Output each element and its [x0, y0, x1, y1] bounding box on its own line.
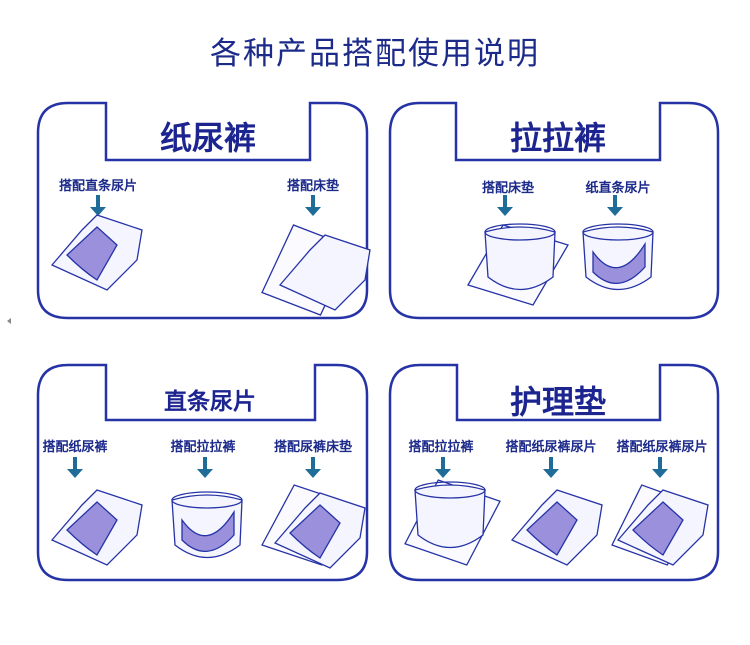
- item-label: 搭配尿裤床垫: [273, 440, 353, 455]
- item-label: 搭配纸尿裤: [42, 440, 108, 455]
- down-arrow-icon: [67, 457, 83, 478]
- pull-up-icon-waist: [484, 223, 556, 241]
- item-label: 纸直条尿片: [585, 181, 651, 196]
- down-arrow-icon: [305, 195, 321, 216]
- panel-title-diapers: 纸尿裤: [159, 119, 257, 157]
- item-label: 搭配床垫: [481, 181, 535, 196]
- page-title: 各种产品搭配使用说明: [210, 36, 540, 72]
- panel-outline-pads: [388, 363, 720, 582]
- diaper-insert-on-pad-icon-pad: [632, 501, 684, 556]
- pull-up-icon: [484, 226, 556, 290]
- panel-outline-diapers: [36, 101, 369, 320]
- panel-outline-inserts: [36, 363, 369, 582]
- pull-up-on-pad-icon-waist: [414, 481, 486, 499]
- item-label: 搭配直条尿片: [58, 179, 138, 194]
- pull-up-with-insert-icon-waist: [582, 223, 654, 241]
- down-arrow-icon: [543, 457, 559, 478]
- down-arrow-icon: [652, 457, 668, 478]
- down-arrow-icon: [305, 457, 321, 478]
- pull-up-on-pad-icon: [414, 484, 486, 548]
- panel-title-inserts: 直条尿片: [164, 389, 256, 415]
- insert-in-pull-up-icon-pad: [181, 509, 235, 553]
- down-arrow-icon: [497, 195, 513, 216]
- item-label: 搭配纸尿裤尿片: [505, 440, 597, 455]
- item-label: 搭配床垫: [286, 179, 340, 194]
- panel-title-pads: 护理垫: [509, 383, 607, 421]
- scroll-left-arrow-icon[interactable]: [7, 318, 11, 324]
- panel-outline-pullups: [388, 101, 720, 320]
- down-arrow-icon: [197, 457, 213, 478]
- insert-in-pull-up-icon-waist: [171, 491, 243, 509]
- insert-in-diaper-icon-pad: [66, 501, 118, 556]
- down-arrow-icon: [607, 195, 623, 216]
- panel-title-pullups: 拉拉裤: [509, 119, 607, 157]
- diaper-on-bed-pad-icon: [278, 234, 371, 311]
- diaper-insert-on-pad-icon-pad: [526, 501, 578, 556]
- pull-up-with-insert-icon-pad: [592, 241, 646, 285]
- item-label: 搭配拉拉裤: [170, 440, 236, 455]
- item-label: 搭配拉拉裤: [408, 440, 474, 455]
- item-label: 搭配纸尿裤尿片: [616, 440, 708, 455]
- down-arrow-icon: [435, 457, 451, 478]
- diaper-with-insert-icon-pad: [66, 226, 118, 281]
- insert-diaper-bed-pad-icon-pad: [289, 504, 341, 559]
- down-arrow-icon: [90, 195, 106, 216]
